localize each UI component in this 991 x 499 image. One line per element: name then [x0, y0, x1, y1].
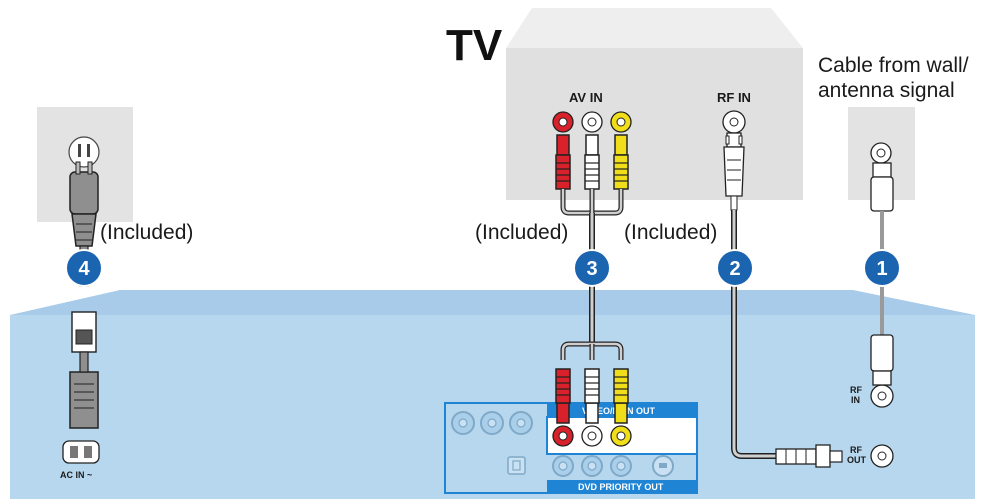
- ac-in-socket: [62, 440, 100, 464]
- ac-in-label: AC IN ~: [60, 470, 92, 480]
- included-label-rf: (Included): [624, 221, 717, 244]
- cable-source-label-2: antenna signal: [818, 79, 955, 102]
- rf-out-device-label-1: RF: [850, 445, 862, 455]
- step-badge-2: 2: [716, 249, 754, 287]
- svg-text:3: 3: [586, 258, 597, 280]
- ac-in-socket-icon: [62, 440, 100, 464]
- optical-out-icon: [507, 456, 526, 475]
- svg-text:2: 2: [729, 258, 740, 280]
- outlet-socket-icon: [68, 136, 100, 168]
- tv-unit: [506, 8, 803, 200]
- rf-out-device-label-2: OUT: [847, 455, 867, 465]
- av-in-label: AV IN: [569, 90, 603, 105]
- rf-in-device-label-2: IN: [851, 395, 860, 405]
- dvd-priority-out-label: DVD PRIORITY OUT: [578, 482, 664, 492]
- step-badge-3: 3: [573, 249, 611, 287]
- device-back-panel: [10, 315, 975, 499]
- step-badge-1: 1: [863, 249, 901, 287]
- included-label-av: (Included): [475, 221, 568, 244]
- svg-text:4: 4: [78, 258, 90, 280]
- rf-in-tv-label: RF IN: [717, 90, 751, 105]
- power-plug-icon: [69, 171, 99, 215]
- device-power-plug: [69, 311, 99, 429]
- device-top-face: [10, 290, 975, 315]
- svg-text:1: 1: [876, 258, 887, 280]
- rf-in-device-label-1: RF: [850, 385, 862, 395]
- rf-cable: [723, 132, 843, 468]
- step-badge-4: 4: [65, 249, 103, 287]
- included-label-power: (Included): [100, 221, 193, 244]
- tv-label: TV: [446, 21, 503, 70]
- cable-source-label-1: Cable from wall/: [818, 54, 969, 77]
- tv-av-in-jacks: [552, 111, 632, 133]
- tv-body: [506, 48, 803, 200]
- av-cable: [555, 134, 629, 424]
- tv-top-face: [506, 8, 803, 48]
